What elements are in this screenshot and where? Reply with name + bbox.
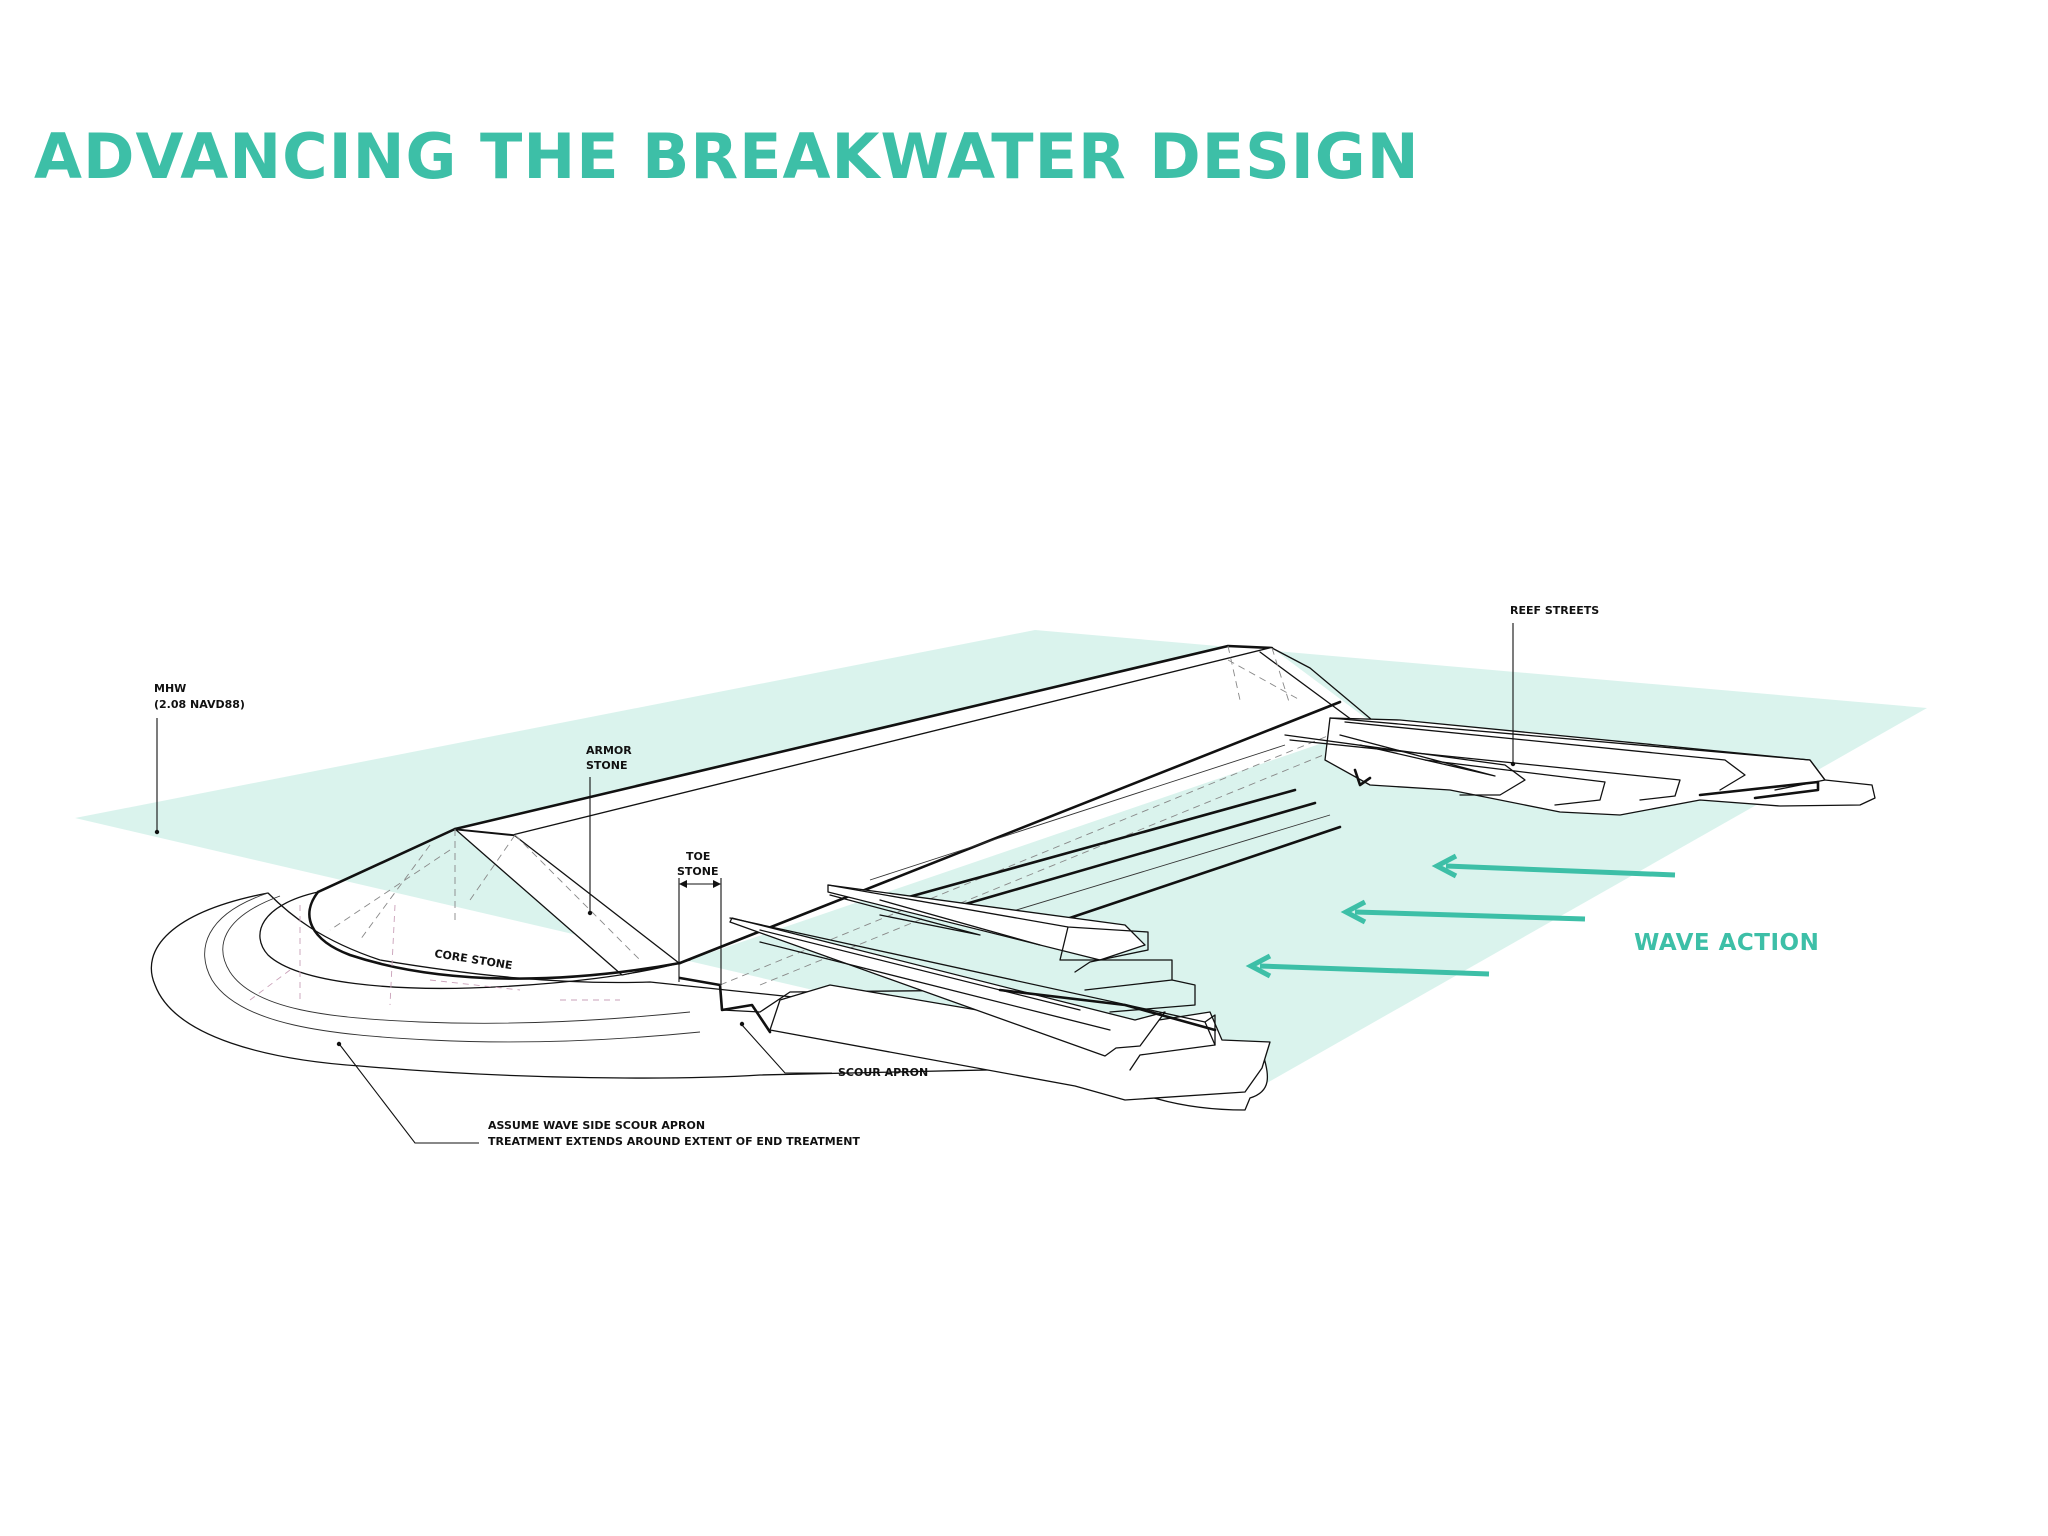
mhw-sublabel: (2.08 NAVD88)	[154, 698, 245, 711]
arrow-left-icon	[1245, 953, 1490, 979]
toe-stone-label: TOE	[686, 850, 710, 863]
scour-apron-inner-ring	[204, 892, 701, 1043]
scour-apron-leader	[741, 1024, 832, 1074]
scour-apron-dot	[739, 1021, 745, 1027]
end-treatment-note: ASSUME WAVE SIDE SCOUR APRON	[488, 1119, 705, 1132]
arrow-left-icon	[1431, 853, 1676, 879]
scour-apron-step	[721, 989, 1001, 1013]
end-treatment-note-2: TREATMENT EXTENDS AROUND EXTENT OF END T…	[488, 1135, 860, 1148]
hidden-core-lines	[329, 645, 1361, 986]
reef-street-line-1	[903, 788, 1297, 900]
mhw-label: MHW	[154, 682, 186, 695]
core-stone-label: CORE STONE	[434, 947, 514, 972]
armor-stone-sublabel: STONE	[586, 759, 628, 772]
arrow-left-icon	[1340, 899, 1586, 925]
page-title: ADVANCING THE BREAKWATER DESIGN	[34, 120, 1420, 193]
reef-streets-dot	[1510, 761, 1516, 767]
reef-street-line-2	[943, 801, 1317, 912]
end-treatment-leader	[339, 1044, 479, 1144]
end-treatment-dot	[336, 1041, 342, 1047]
toe-stone-sublabel: STONE	[677, 865, 719, 878]
reef-streets-back	[1284, 717, 1876, 816]
armor-stone-dot	[587, 910, 593, 916]
wave-action-label: WAVE ACTION	[1634, 930, 1819, 956]
scour-apron-inner-ring-2	[222, 895, 691, 1024]
reef-streets-label: REEF STREETS	[1510, 604, 1599, 617]
armor-stone-slope	[515, 648, 1375, 963]
scour-apron-label: SCOUR APRON	[838, 1066, 928, 1079]
armor-slope-lines	[1259, 647, 1379, 726]
armor-slope-heavy	[678, 700, 1342, 965]
hidden-end-lines	[249, 904, 620, 1006]
reef-street-line-3	[1038, 825, 1342, 930]
toe-dimension-icon	[678, 878, 722, 985]
armor-stone-label: ARMOR	[586, 744, 632, 757]
reef-streets-front	[729, 884, 1271, 1101]
end-treatment-ellipse	[259, 891, 691, 990]
mhw-leader-dot	[154, 829, 160, 835]
reef-street-guide	[869, 744, 1331, 916]
